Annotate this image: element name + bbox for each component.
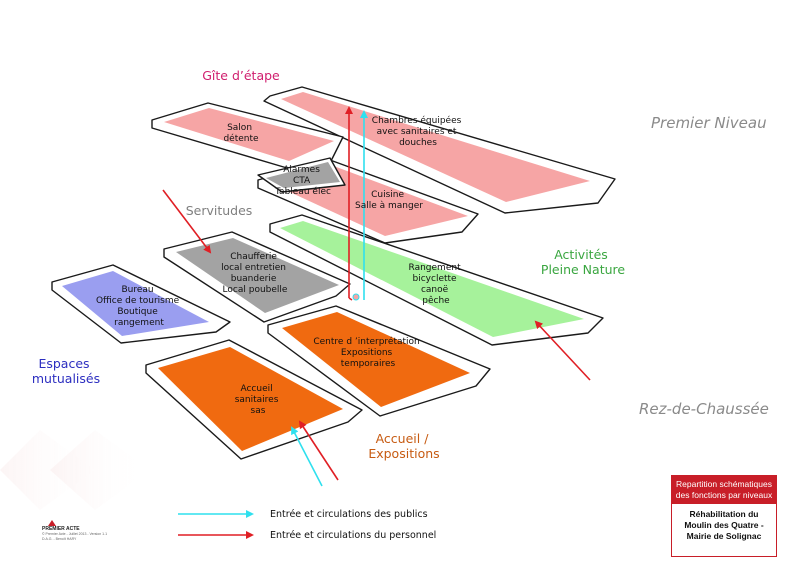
arrow-staff-accueil [298,420,339,481]
panel-bureau-fill [62,271,209,336]
panel-alarmes [257,157,346,193]
panel-chaufferie-fill [176,238,339,313]
background-chevrons [0,430,150,510]
level-rez-de-chaussee: Rez-de-Chaussée [639,400,769,418]
level-premier-niveau: Premier Niveau [651,114,767,132]
premier-acte-logo-icon [48,520,56,526]
legend-public-label: Entrée et circulations des publics [270,509,428,520]
zone-gite-title: Gîte d’étape [202,68,280,83]
title-badge-body: Réhabilitation du Moulin des Quatre - Ma… [672,504,776,547]
zone-servitudes-title: Servitudes [186,203,253,218]
panel-bureau [51,264,231,344]
panel-centre-label: Centre d ’interprétation Expositions tem… [313,336,422,369]
title-badge: Repartition schématiques des fonctions p… [671,475,777,557]
zone-titles: Gîte d’étape Servitudes Activités Pleine… [32,68,626,461]
legend-staff-label: Entrée et circulations du personnel [270,530,436,541]
panel-salon-label: Salon détente [223,123,259,144]
badge-body-line-1: Réhabilitation du [689,509,759,519]
panel-accueil-label: Accueil sanitaires sas [235,384,282,416]
badge-body-line-3: Mairie de Solignac [686,531,762,541]
badge-body-line-2: Moulin des Quatre - [684,520,764,530]
logo-line-2: D.A.G. - Benoît HARY [42,537,77,541]
premier-acte-logo: PREMIER ACTE © Premier Acte - Juillet 20… [42,520,162,542]
title-badge-header: Repartition schématiques des fonctions p… [672,476,776,504]
arrow-public-accueil [291,426,323,487]
panel-chambres-fill [281,92,590,202]
panel-rangement-label: Rangement bicyclette canoë pêche [409,263,464,306]
logo-line-1: © Premier Acte - Juillet 2013 - Version … [42,532,108,536]
legend: Entrée et circulations des publics Entré… [178,509,436,541]
panel-accueil [145,339,363,460]
arrow-staff-activites [534,320,591,381]
badge-header-line-1: Repartition schématiques [676,479,772,489]
zone-espaces-title: Espaces mutualisés [32,356,100,386]
badge-header-line-2: des fonctions par niveaux [675,490,773,500]
zone-accueil-title: Accueil / Expositions [368,431,439,461]
panel-centre [267,305,491,417]
zone-activites-title: Activités Pleine Nature [541,247,625,277]
panel-alarmes-fill [266,162,340,188]
panel-rangement [269,214,604,346]
arrows-layer [162,106,591,487]
logo-name: PREMIER ACTE [42,526,80,532]
panel-chambres [263,86,616,214]
arrow-staff-crossover [348,297,353,301]
arrow-junction [352,293,360,301]
arrow-staff-servitudes [162,189,212,254]
panel-alarmes-label: Alarmes CTA Tableau élec [274,165,331,197]
panel-chaufferie-label: Chaufferie local entretien buanderie Loc… [221,252,289,295]
panel-chambres-label: Chambres équipées avec sanitaires et dou… [372,115,464,148]
panel-salon-fill [164,108,334,161]
panel-labels: Salon détente Chambres équipées avec san… [96,115,464,416]
panel-accueil-fill [158,347,343,451]
panel-bureau-label: Bureau Office de tourisme Boutique range… [96,285,182,328]
panels-layer [51,86,616,460]
panel-chaufferie [163,231,351,323]
panel-cuisine-label: Cuisine Salle à manger [355,190,423,211]
panel-rangement-fill [280,221,584,337]
panel-centre-fill [282,312,470,407]
